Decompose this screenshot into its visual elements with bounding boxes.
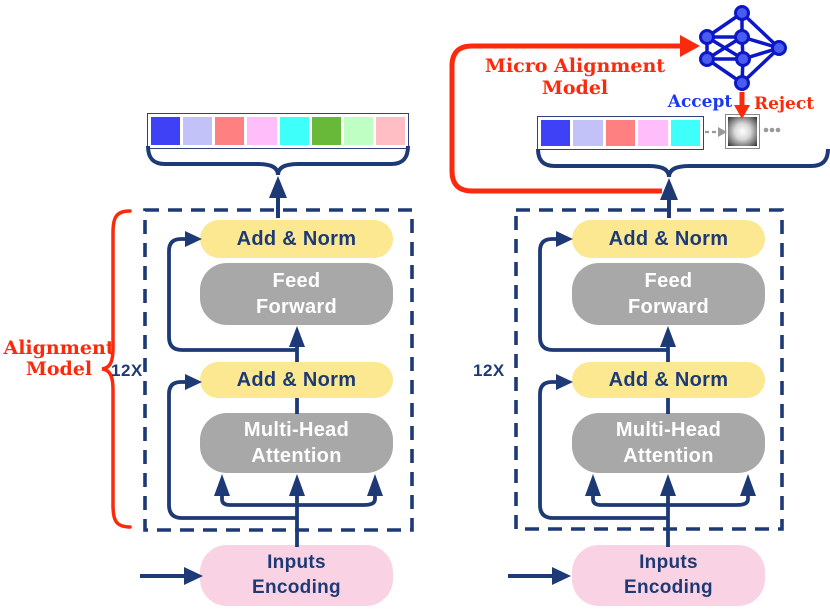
alignment-model-label: Alignment Model: [3, 337, 115, 380]
left-add-norm-bottom-label: Add & Norm: [236, 369, 357, 391]
repeat-12x-left-label: 12X: [111, 361, 143, 380]
right-token-brace: [536, 148, 830, 178]
left-token-strip: [147, 113, 409, 149]
token-cell: [183, 117, 213, 145]
left-multi-head-attention-label: Multi-Head Attention: [243, 419, 350, 467]
right-feed-forward-label: Feed Forward: [628, 270, 709, 318]
token-cell: [279, 117, 309, 145]
right-feed-forward: Feed Forward: [572, 263, 765, 325]
right-inputs-encoding: Inputs Encoding: [572, 545, 765, 606]
right-token-strip: [537, 116, 704, 150]
left-inputs-encoding-label: Inputs Encoding: [252, 551, 341, 598]
right-add-norm-top-label: Add & Norm: [608, 228, 729, 250]
left-add-norm-bottom: Add & Norm: [200, 362, 393, 398]
right-multi-head-attention: Multi-Head Attention: [572, 413, 765, 473]
token-cell: [638, 120, 668, 146]
ellipsis-dots: [763, 127, 781, 133]
token-cell: [605, 120, 636, 146]
token-cell: [375, 117, 405, 145]
right-add-norm-top: Add & Norm: [572, 220, 765, 258]
right-inputs-encoding-label: Inputs Encoding: [624, 551, 713, 598]
neural-network-icon: [699, 5, 787, 91]
token-cell: [215, 117, 245, 145]
left-token-brace: [146, 145, 410, 176]
reject-label: Reject: [753, 94, 815, 114]
token-cell: [247, 117, 277, 145]
left-multi-head-attention: Multi-Head Attention: [200, 413, 393, 473]
accept-label: Accept: [667, 92, 733, 112]
next-token-arrow: [705, 127, 727, 137]
token-cell: [541, 120, 571, 146]
token-cell: [573, 120, 603, 146]
masked-token-icon: [726, 115, 759, 148]
left-feed-forward-label: Feed Forward: [256, 270, 337, 318]
left-add-norm-top: Add & Norm: [200, 220, 393, 258]
right-multi-head-attention-label: Multi-Head Attention: [615, 419, 722, 467]
right-qkv-split: [591, 492, 750, 507]
left-inputs-encoding: Inputs Encoding: [200, 545, 393, 606]
left-add-norm-top-label: Add & Norm: [236, 228, 357, 250]
token-cell: [311, 117, 341, 145]
right-add-norm-bottom-label: Add & Norm: [608, 369, 729, 391]
left-qkv-split: [220, 492, 377, 507]
token-cell: [670, 120, 701, 146]
micro-alignment-model-label: Micro Alignment Model: [484, 55, 666, 99]
token-cell: [343, 117, 373, 145]
token-cell: [151, 117, 181, 145]
right-add-norm-bottom: Add & Norm: [572, 362, 765, 398]
left-feed-forward: Feed Forward: [200, 263, 393, 325]
repeat-12x-right-label: 12X: [473, 361, 505, 380]
